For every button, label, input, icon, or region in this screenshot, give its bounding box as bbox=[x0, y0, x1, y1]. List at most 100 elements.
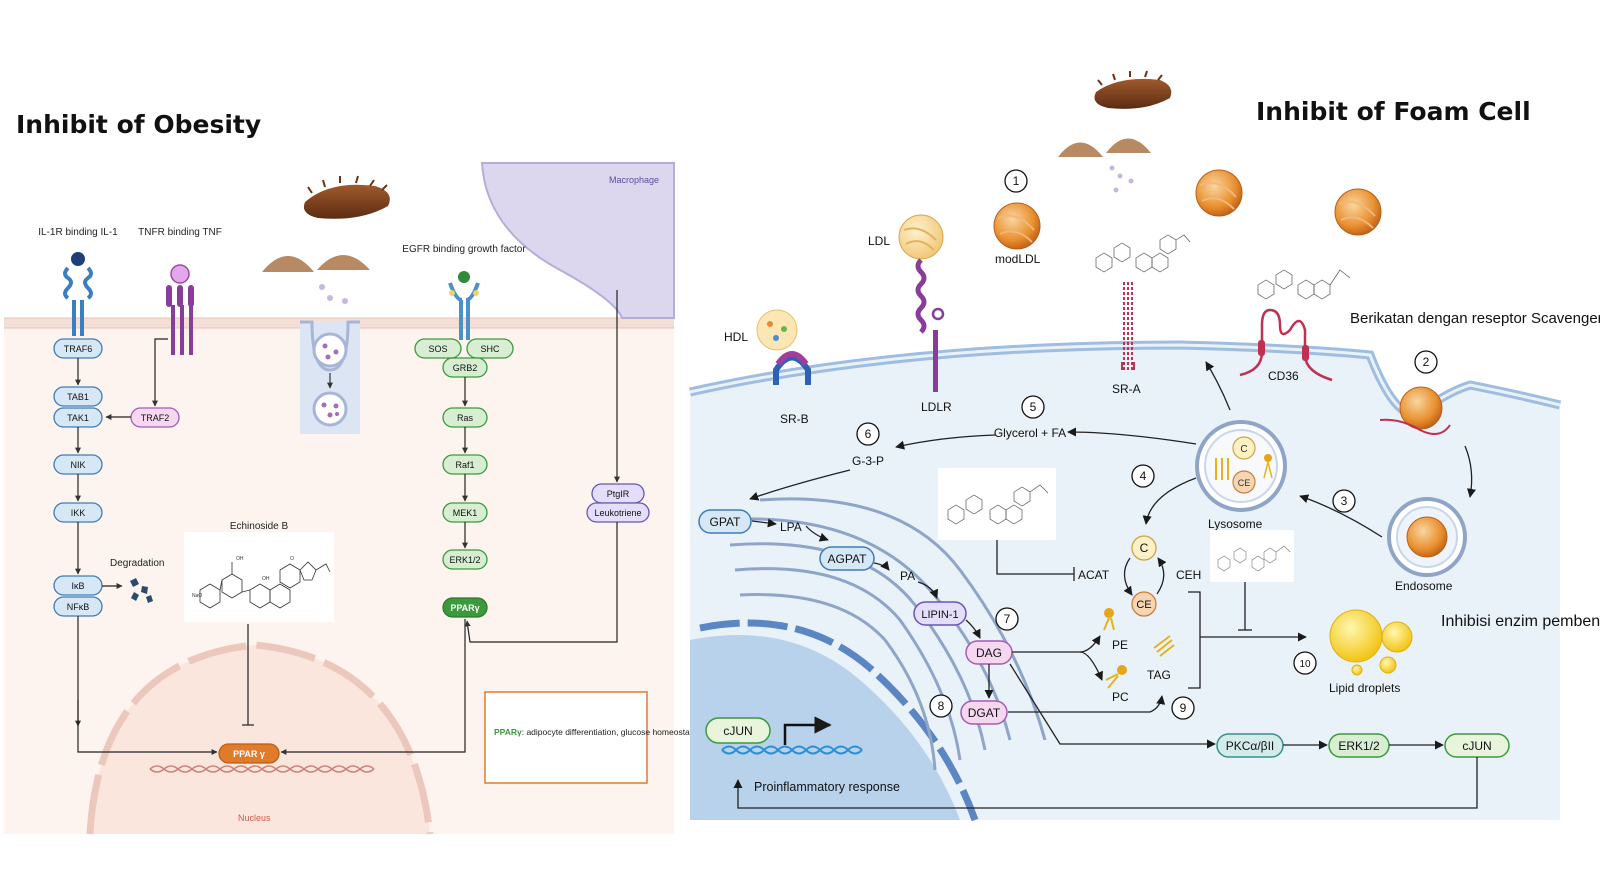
node-mek1-label: MEK1 bbox=[453, 508, 478, 518]
echinoside-structure-icon: NaO OH OH O bbox=[184, 532, 334, 622]
srb-receptor-icon bbox=[773, 351, 811, 385]
binding-label: Berikatan dengan reseptor Scavenger A da… bbox=[1350, 310, 1600, 327]
g3p-label: G-3-P bbox=[852, 454, 884, 468]
node-sos-label: SOS bbox=[428, 344, 447, 354]
endocytosis-box bbox=[300, 320, 360, 434]
compound-structure-icon-cd36 bbox=[1248, 255, 1356, 305]
node-erk-left bbox=[442, 549, 488, 570]
macrophage-label: Macrophage bbox=[609, 175, 659, 185]
ldlr-label: LDLR bbox=[921, 400, 952, 414]
node-dag-label: DAG bbox=[976, 646, 1002, 660]
node-dgat bbox=[960, 700, 1008, 725]
left-nucleus bbox=[86, 641, 434, 835]
lysosome-label: Lysosome bbox=[1208, 517, 1263, 531]
lysosome-icon: C CE bbox=[1195, 420, 1287, 512]
compound-structure-icon-sra bbox=[1086, 218, 1194, 282]
right-nuclear-envelope bbox=[699, 619, 979, 822]
pc-label: PC bbox=[1112, 690, 1129, 704]
degradation-label: Degradation bbox=[110, 558, 164, 569]
node-cjun-left-label: cJUN bbox=[723, 724, 752, 738]
node-shc bbox=[466, 338, 514, 359]
node-pkc-label: PKCα/βII bbox=[1226, 739, 1275, 753]
node-grb2-label: GRB2 bbox=[453, 363, 478, 373]
node-tab1-label: TAB1 bbox=[67, 392, 89, 402]
powder-icon-right bbox=[1058, 138, 1151, 193]
right-dna-icon bbox=[721, 716, 863, 755]
step-9: 9 bbox=[1180, 701, 1187, 715]
cd36-label: CD36 bbox=[1268, 369, 1299, 383]
right-panel-title: Inhibit of Foam Cell bbox=[1256, 97, 1531, 126]
cd36-receptor-icon bbox=[1239, 308, 1333, 382]
pparg-infobox: PPARγ: adipocyte differentiation, glucos… bbox=[484, 691, 801, 784]
svg-text:OH: OH bbox=[262, 576, 270, 582]
node-c bbox=[1131, 535, 1157, 561]
modldl-particle-icon bbox=[993, 202, 1041, 250]
left-arrows bbox=[75, 290, 620, 755]
lipid-droplets-icon bbox=[1329, 609, 1413, 676]
step-8: 8 bbox=[938, 699, 945, 713]
node-ce-label: CE bbox=[1136, 599, 1151, 611]
node-ras-label: Ras bbox=[457, 413, 474, 423]
ldl-label: LDL bbox=[868, 234, 890, 248]
node-raf1-label: Raf1 bbox=[455, 460, 474, 470]
inhibition-label: Inhibisi enzim pembentukan lipid droplet bbox=[1441, 613, 1600, 630]
node-tab1 bbox=[53, 386, 103, 407]
lpa-label: LPA bbox=[780, 520, 802, 534]
node-traf2-label: TRAF2 bbox=[141, 413, 170, 423]
hdl-label: HDL bbox=[724, 330, 748, 344]
step-6: 6 bbox=[865, 427, 872, 441]
node-ikb-label: IκB bbox=[71, 581, 84, 591]
node-nik-label: NIK bbox=[70, 460, 85, 470]
node-shc-label: SHC bbox=[480, 344, 500, 354]
compound-structure-icon-droplet bbox=[1210, 530, 1294, 582]
modldl-label: modLDL bbox=[995, 252, 1041, 266]
step-5: 5 bbox=[1030, 400, 1037, 414]
node-leukotriene-label: Leukotriene bbox=[594, 508, 641, 518]
pc-lipid-icon bbox=[1105, 665, 1127, 689]
lysosome-c-label: C bbox=[1240, 444, 1247, 455]
proinflammatory-label: Proinflammatory response bbox=[754, 780, 900, 794]
node-tak1-label: TAK1 bbox=[67, 413, 89, 423]
step-markers: 1 2 3 4 5 6 7 8 9 10 bbox=[856, 169, 1438, 720]
pe-lipid-icon bbox=[1103, 608, 1115, 631]
node-pparg-top bbox=[442, 597, 488, 618]
node-lipin bbox=[913, 601, 967, 626]
srb-label: SR-B bbox=[780, 412, 809, 426]
node-pparg-nucleus-label: PPAR γ bbox=[233, 749, 265, 759]
ldl-particle-icon bbox=[898, 214, 944, 260]
sra-label: SR-A bbox=[1112, 382, 1141, 396]
glycerol-label: Glycerol + FA bbox=[994, 426, 1066, 440]
oxldl-particle-icon-1 bbox=[1195, 169, 1243, 217]
svg-text:NaO: NaO bbox=[192, 593, 202, 599]
macrophage-shape bbox=[480, 162, 675, 319]
node-traf6-label: TRAF6 bbox=[64, 344, 93, 354]
node-ptgir-label: PtgIR bbox=[607, 489, 630, 499]
endosome-icon bbox=[1387, 497, 1467, 577]
step-7: 7 bbox=[1004, 612, 1011, 626]
pe-label: PE bbox=[1112, 638, 1128, 652]
node-c-label: C bbox=[1140, 541, 1149, 555]
infobox-text: PPARγ: adipocyte differentiation, glucos… bbox=[494, 727, 801, 737]
node-cjun-right-label: cJUN bbox=[1462, 739, 1491, 753]
tnfr-label: TNFR binding TNF bbox=[138, 227, 222, 238]
degradation-fragments-icon bbox=[130, 578, 153, 603]
node-agpat-label: AGPAT bbox=[828, 552, 868, 566]
node-ikk-label: IKK bbox=[71, 508, 86, 518]
node-cjun-left bbox=[705, 717, 771, 744]
lipid-droplets-label: Lipid droplets bbox=[1329, 681, 1400, 695]
svg-text:OH: OH bbox=[236, 556, 244, 562]
compound-structure-icon-acat bbox=[938, 468, 1056, 540]
tnfr-receptor-icon bbox=[166, 264, 194, 355]
node-erk-right-label: ERK1/2 bbox=[1338, 739, 1380, 753]
echinoside-label: Echinoside B bbox=[230, 521, 289, 532]
sra-receptor-icon bbox=[1121, 282, 1135, 370]
step-3: 3 bbox=[1341, 494, 1348, 508]
left-panel: Inhibit of Obesity Macrophage Nucleus IL… bbox=[4, 110, 801, 835]
step-2: 2 bbox=[1423, 355, 1430, 369]
node-gpat-label: GPAT bbox=[710, 515, 742, 529]
svg-text:O: O bbox=[290, 556, 294, 562]
endosome-label: Endosome bbox=[1395, 579, 1453, 593]
node-pparg-nucleus bbox=[218, 743, 280, 764]
internalized-oxldl-icon bbox=[1379, 386, 1451, 435]
